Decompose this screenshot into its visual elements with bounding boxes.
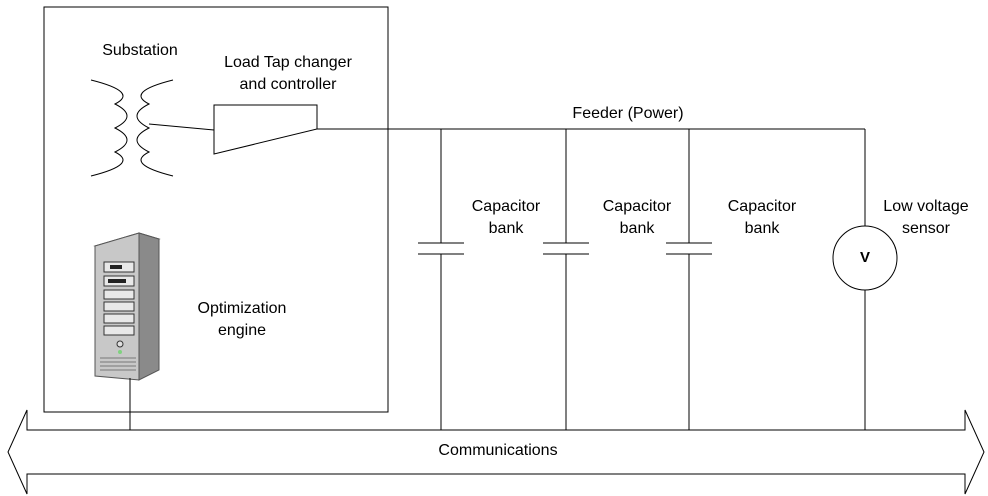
sensor-label-line2: sensor xyxy=(901,220,951,237)
server-tower-icon xyxy=(93,232,161,381)
sensor-label-line1: Low voltage xyxy=(883,198,969,215)
feeder-label: Feeder (Power) xyxy=(572,105,684,122)
substation-boundary xyxy=(43,6,389,413)
substation-label: Substation xyxy=(102,42,178,59)
voltmeter-icon xyxy=(832,129,898,430)
tap-changer-icon xyxy=(213,104,318,155)
capacitor-bank-2-label-line1: Capacitor xyxy=(602,198,672,215)
capacitor-icon xyxy=(666,129,712,430)
optimization-label-line1: Optimization xyxy=(197,300,287,317)
capacitor-bank-2-label-line2: bank xyxy=(619,220,655,237)
capacitor-bank-1-label-line1: Capacitor xyxy=(471,198,541,215)
capacitor-bank-3-label-line2: bank xyxy=(744,220,780,237)
transformer-icon xyxy=(90,79,174,177)
voltmeter-symbol: V xyxy=(859,249,870,266)
tap-changer-label-line2: and controller xyxy=(239,76,337,93)
transformer-secondary-coil xyxy=(136,79,174,177)
tap-changer-label-line1: Load Tap changer xyxy=(224,54,352,71)
capacitor-bank-1-label-line2: bank xyxy=(488,220,524,237)
capacitor-icon xyxy=(543,129,589,430)
communications-label: Communications xyxy=(438,442,558,459)
optimization-label-line2: engine xyxy=(217,322,267,339)
capacitor-icon xyxy=(418,129,464,430)
capacitor-bank-3-label-line1: Capacitor xyxy=(727,198,797,215)
double-arrow-icon xyxy=(7,409,985,495)
transformer-lead xyxy=(148,123,215,131)
transformer-primary-coil xyxy=(90,79,128,177)
